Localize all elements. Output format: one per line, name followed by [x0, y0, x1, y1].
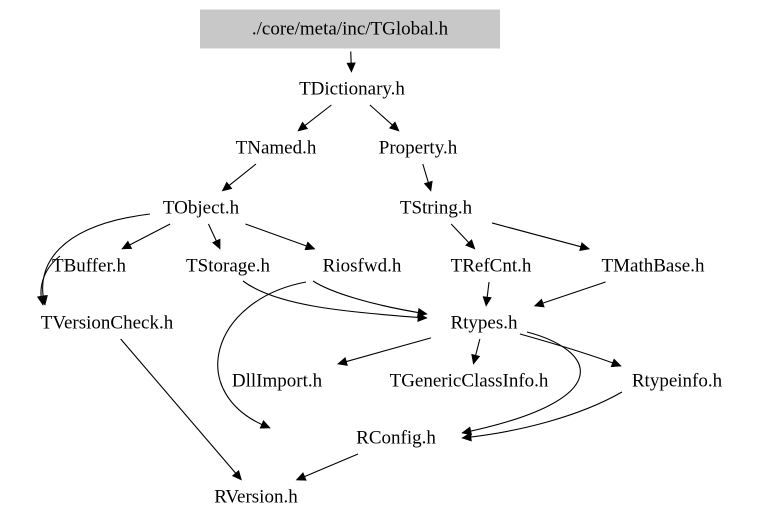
node-label-tnamed: TNamed.h: [236, 137, 317, 158]
node-label-tobject: TObject.h: [163, 197, 240, 218]
edge-tobject-to-riosfwd: [245, 223, 316, 251]
node-riosfwd[interactable]: Riosfwd.h: [308, 253, 416, 279]
node-label-property: Property.h: [379, 137, 458, 158]
edge-tmathbase-to-rtypes: [533, 281, 606, 308]
edge-rconfig-to-rversion: [295, 453, 359, 481]
edge-rtypes-to-rconfig: [461, 331, 581, 436]
node-label-tgenericclassinfo: TGenericClassInfo.h: [390, 370, 549, 391]
node-label-rversion: RVersion.h: [214, 486, 298, 507]
edge-tstring-to-tmathbase: [491, 222, 591, 252]
node-label-tstorage: TStorage.h: [186, 255, 270, 276]
edge-tnamed-to-tobject: [221, 163, 257, 192]
node-label-rconfig: RConfig.h: [356, 427, 436, 448]
node-rconfig[interactable]: RConfig.h: [341, 425, 451, 451]
edge-tglobal-to-tdictionary: [346, 51, 356, 73]
node-label-dllimport: DllImport.h: [232, 370, 323, 391]
edge-tdictionary-to-tnamed: [297, 104, 332, 132]
node-tmathbase[interactable]: TMathBase.h: [585, 253, 721, 279]
node-trefcnt[interactable]: TRefCnt.h: [438, 253, 544, 279]
node-label-tglobal: ./core/meta/inc/TGlobal.h: [252, 18, 449, 39]
node-label-tdictionary: TDictionary.h: [299, 78, 405, 99]
node-label-tbuffer: TBuffer.h: [52, 255, 127, 276]
edge-riosfwd-to-rtypes: [312, 280, 428, 318]
edge-rtypes-to-tgenericclassinfo: [471, 338, 481, 365]
node-layer: ./core/meta/inc/TGlobal.hTDictionary.hTN…: [23, 9, 738, 510]
node-background-tglobal: [200, 9, 500, 49]
edge-tversioncheck-to-rversion: [120, 338, 242, 481]
edge-rtypeinfo-to-rconfig: [461, 391, 623, 442]
node-label-trefcnt: TRefCnt.h: [451, 255, 532, 276]
node-label-rtypeinfo: Rtypeinfo.h: [632, 370, 723, 391]
edge-tbuffer-to-tversioncheck: [36, 255, 61, 306]
node-tnamed[interactable]: TNamed.h: [224, 135, 328, 161]
node-dllimport[interactable]: DllImport.h: [216, 368, 338, 394]
edge-rtypes-to-rtypeinfo: [519, 333, 622, 368]
node-tgenericclassinfo[interactable]: TGenericClassInfo.h: [369, 368, 569, 394]
node-rtypeinfo[interactable]: Rtypeinfo.h: [616, 368, 738, 394]
edge-tdictionary-to-property: [369, 104, 400, 132]
node-rversion[interactable]: RVersion.h: [196, 484, 316, 510]
node-label-tstring: TString.h: [400, 197, 473, 218]
node-label-riosfwd: Riosfwd.h: [323, 255, 402, 276]
edge-tstring-to-trefcnt: [450, 223, 476, 250]
node-tobject[interactable]: TObject.h: [147, 195, 255, 221]
edge-riosfwd-to-rconfig: [217, 281, 307, 429]
node-label-rtypes: Rtypes.h: [450, 312, 518, 333]
edge-property-to-tstring: [422, 163, 433, 192]
node-property[interactable]: Property.h: [363, 135, 473, 161]
edge-trefcnt-to-rtypes: [482, 281, 492, 307]
node-tstorage[interactable]: TStorage.h: [171, 253, 285, 279]
node-tstring[interactable]: TString.h: [384, 195, 488, 221]
node-label-tmathbase: TMathBase.h: [602, 255, 705, 276]
edge-tobject-to-tstorage: [207, 223, 221, 250]
node-tbuffer[interactable]: TBuffer.h: [37, 253, 141, 279]
node-tglobal[interactable]: ./core/meta/inc/TGlobal.h: [200, 9, 500, 49]
edge-tobject-to-tbuffer: [121, 223, 171, 250]
node-tdictionary[interactable]: TDictionary.h: [279, 76, 425, 102]
node-rtypes[interactable]: Rtypes.h: [435, 310, 533, 336]
edge-layer: [36, 51, 623, 481]
edge-rtypes-to-dllimport: [336, 337, 432, 366]
node-tversioncheck[interactable]: TVersionCheck.h: [23, 310, 191, 336]
node-label-tversioncheck: TVersionCheck.h: [41, 312, 174, 333]
edge-tstorage-to-rtypes: [242, 280, 428, 322]
